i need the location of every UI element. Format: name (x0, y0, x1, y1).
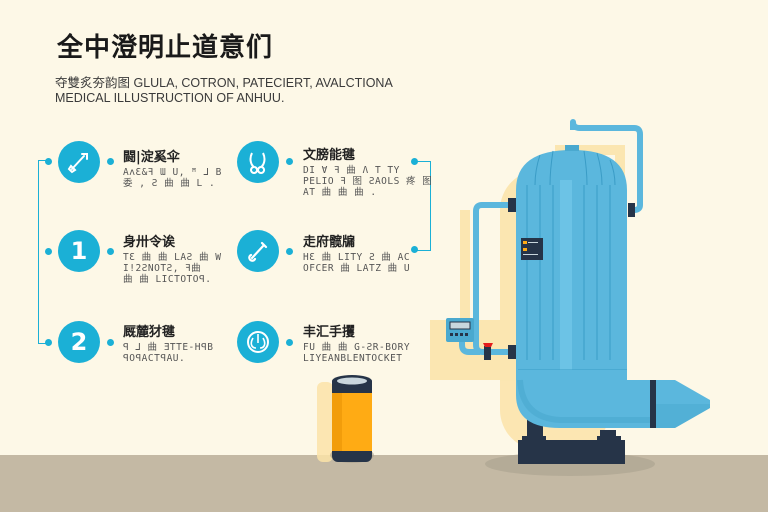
info-heading: 厩麓犲毽 (123, 325, 176, 340)
valve-handle (483, 343, 493, 347)
info-item-5: 2 (58, 321, 100, 363)
info-item-4-text: 走府髋牖 HƐ 曲 LITY Ƨ 曲 AC OFCER 曲 LATZ 曲 U (303, 231, 410, 274)
info-body: ꟼ ⅃ 曲 ƎTTE-HꟼB ꟼOꟼACTꟼAU. (123, 342, 214, 364)
wrench-icon (58, 141, 100, 183)
info-heading: 闘|淀奚伞 (123, 150, 180, 165)
connector-dot (45, 248, 52, 255)
canister-icon (330, 375, 374, 463)
subtitle-line-1: 夺雙炙夯韵图 GLULA, COTRON, PATECIERT, AVALCTI… (55, 76, 393, 90)
page-title: 全中澄明止道意们 (57, 33, 274, 63)
connector-dot (286, 248, 293, 255)
number-1-icon: 1 (58, 230, 100, 272)
pipes (459, 119, 643, 355)
info-body: HƐ 曲 LITY Ƨ 曲 AC OFCER 曲 LATZ 曲 U (303, 252, 411, 274)
connector-dot (286, 158, 293, 165)
info-body: AʌƐ&ꟻ Ɯ U, ꟸ ⅃ B 委 , Ƨ 曲 曲 L . (123, 167, 222, 189)
connector-dot (411, 246, 418, 253)
info-body: TƐ 曲 曲 LAƧ 曲 W I!2ƧNOTƧ, ꟻ曲 曲 曲 LICTOTOꟼ… (123, 252, 222, 285)
info-item-3: 1 (58, 230, 100, 272)
thermometer-icon (237, 230, 279, 272)
water-tank (516, 145, 710, 428)
connector-dot (107, 248, 114, 255)
connector-dot (45, 158, 52, 165)
info-body: DI Ɐ ꟻ 曲 Ʌ T TY PELIO ꟻ 图 ƧAOLS 疼 图 AT 曲… (303, 165, 433, 198)
lung-icon (237, 321, 279, 363)
connector-dot (107, 158, 114, 165)
info-item-1-text: 闘|淀奚伞 AʌƐ&ꟻ Ɯ U, ꟸ ⅃ B 委 , Ƨ 曲 曲 L . (123, 146, 222, 189)
connector-dot (411, 158, 418, 165)
page-subtitle: 夺雙炙夯韵图 GLULA, COTRON, PATECIERT, AVALCTI… (55, 76, 455, 106)
info-heading: 身卅令诶 (123, 235, 176, 250)
info-item-3-text: 身卅令诶 TƐ 曲 曲 LAƧ 曲 W I!2ƧNOTƧ, ꟻ曲 曲 曲 LIC… (123, 231, 221, 285)
stethoscope-icon (237, 141, 279, 183)
info-item-2-text: 文膀能毽 DI Ɐ ꟻ 曲 Ʌ T TY PELIO ꟻ 图 ƧAOLS 疼 图… (303, 144, 432, 198)
connector-dot (286, 339, 293, 346)
number-2-icon: 2 (58, 321, 100, 363)
info-item-6 (237, 321, 279, 363)
info-item-4 (237, 230, 279, 272)
tank-stand (518, 410, 625, 464)
connector-dot (107, 339, 114, 346)
info-heading: 走府髋牖 (303, 235, 356, 250)
info-item-2 (237, 141, 279, 183)
info-item-6-text: 丰汇手攫 FU 曲 曲 G-ƧR-BORY LIYEANBLENTOCKET (303, 321, 410, 364)
info-item-5-text: 厩麓犲毽 ꟼ ⅃ 曲 ƎTTE-HꟼB ꟼOꟼACTꟼAU. (123, 321, 213, 364)
subtitle-line-2: MEDICAL ILLUSTRUCTION OF ANHUU. (55, 91, 285, 105)
left-connector-line (38, 160, 49, 344)
control-panel-icon (446, 318, 474, 342)
info-item-1 (58, 141, 100, 183)
info-heading: 丰汇手攫 (303, 325, 356, 340)
right-connector-line (416, 161, 431, 251)
info-body: FU 曲 曲 G-ƧR-BORY LIYEANBLENTOCKET (303, 342, 411, 364)
connector-dot (45, 339, 52, 346)
info-heading: 文膀能毽 (303, 148, 356, 163)
